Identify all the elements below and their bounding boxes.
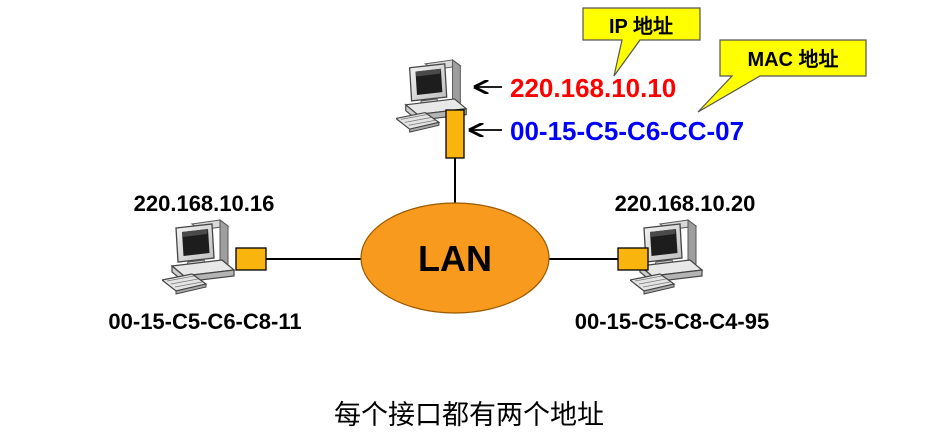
right-mac-address: 00-15-C5-C8-C4-95	[575, 309, 769, 334]
right-host	[617, 219, 703, 295]
left-ip-address: 220.168.10.16	[134, 191, 275, 216]
network-interface-icon	[445, 109, 465, 159]
network-interface-icon	[617, 247, 649, 271]
mac-callout: MAC 地址	[697, 39, 867, 113]
lan-node: LAN	[360, 202, 550, 314]
lan-label: LAN	[418, 238, 492, 279]
top-ip-address: 220.168.10.10	[510, 73, 676, 103]
top-mac-address: 00-15-C5-C6-CC-07	[510, 116, 744, 146]
network-interface-icon	[235, 247, 267, 271]
right-ip-address: 220.168.10.20	[615, 191, 756, 216]
top-host	[396, 59, 467, 159]
left-mac-address: 00-15-C5-C6-C8-11	[108, 309, 301, 334]
ip-callout-label: IP 地址	[609, 15, 673, 38]
diagram-caption: 每个接口都有两个地址	[334, 400, 604, 431]
desktop-computer-icon	[162, 219, 235, 295]
left-host	[162, 219, 267, 295]
mac-callout-label: MAC 地址	[747, 48, 838, 71]
ip-callout: IP 地址	[582, 7, 701, 77]
